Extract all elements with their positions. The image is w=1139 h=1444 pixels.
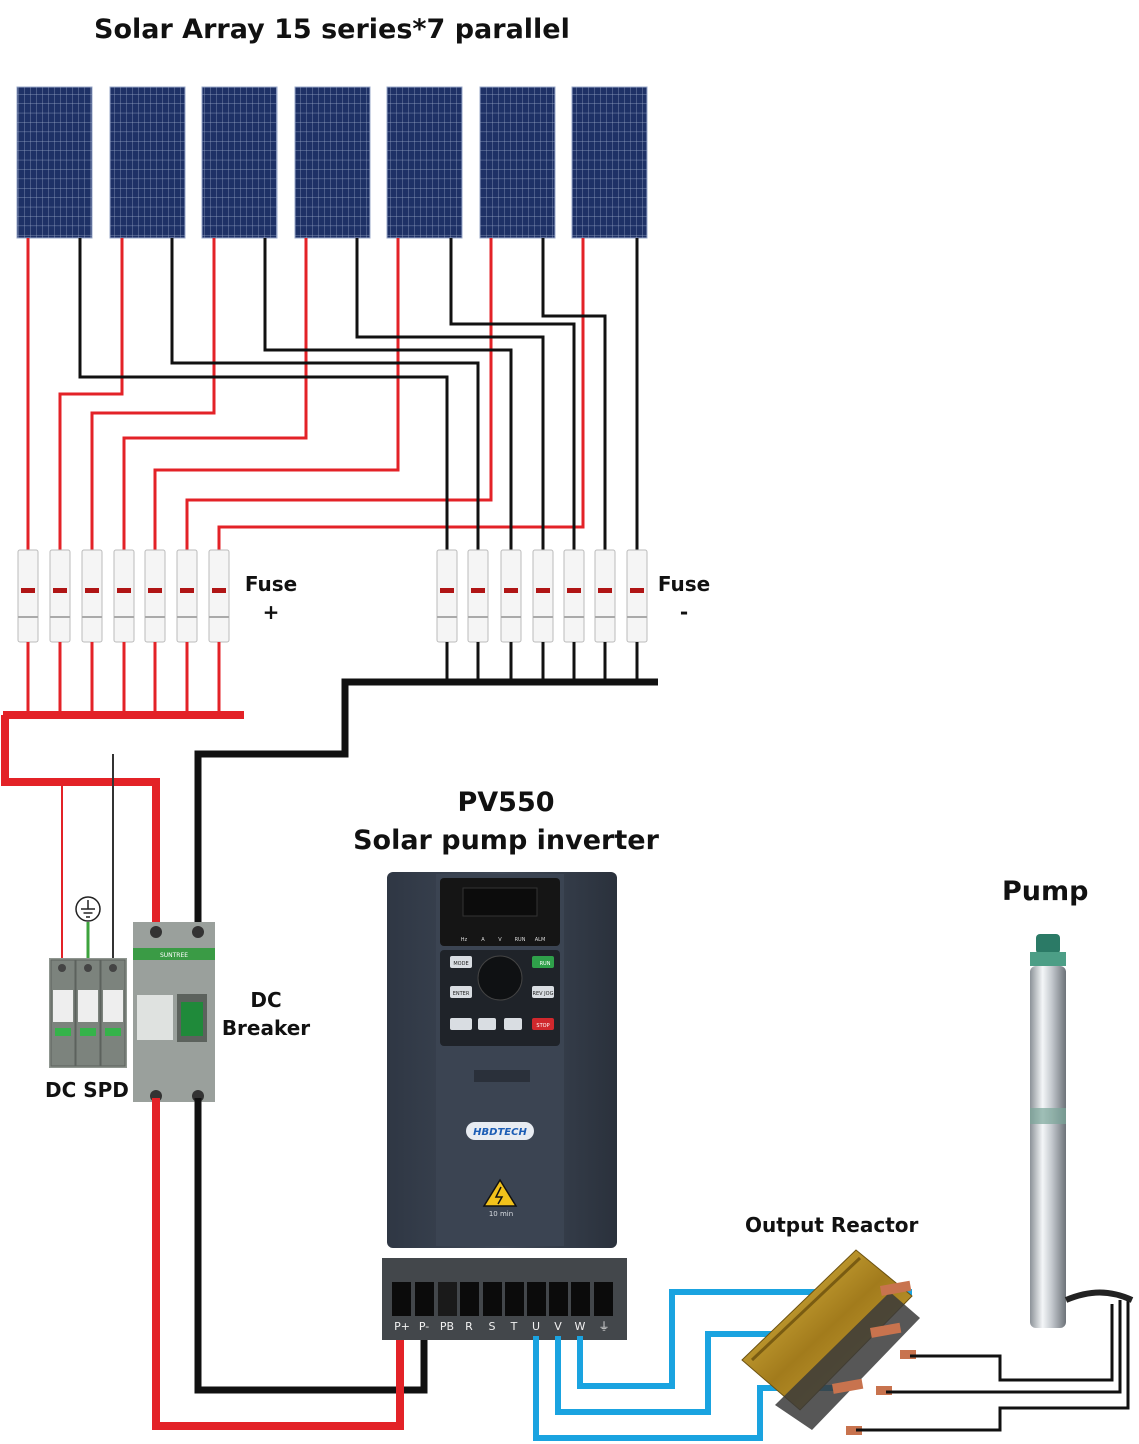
positive-fuse-label: Fuse + bbox=[242, 570, 300, 626]
negative-fuse-sign: - bbox=[679, 600, 689, 624]
negative-wire bbox=[449, 238, 576, 560]
fuse bbox=[81, 549, 103, 643]
positive-wire bbox=[153, 238, 400, 560]
pump-label: Pump bbox=[1002, 876, 1089, 907]
inverter-brand: HBDTECH bbox=[473, 1127, 527, 1138]
pump-wires bbox=[856, 1296, 1130, 1432]
solar-panel bbox=[479, 86, 556, 239]
negative-fuse-drops bbox=[445, 642, 639, 682]
positive-wire bbox=[122, 238, 308, 560]
inverter-warning-text: 10 min bbox=[489, 1210, 513, 1218]
key-mode-label: MODE bbox=[453, 961, 468, 967]
positive-fuse-title: Fuse bbox=[244, 572, 298, 596]
solar-panel bbox=[386, 86, 463, 239]
inverter-label: PV550 Solar pump inverter bbox=[330, 784, 682, 860]
inverter-terminal-block bbox=[382, 1258, 627, 1340]
negative-bus bbox=[194, 678, 658, 925]
ground-icon bbox=[75, 896, 101, 922]
fuse bbox=[436, 549, 458, 643]
indicator-v: V bbox=[498, 937, 502, 943]
terminal-label: T bbox=[510, 1320, 518, 1333]
fuse bbox=[208, 549, 230, 643]
positive-string-wires bbox=[26, 238, 585, 560]
fuse bbox=[17, 549, 39, 643]
positive-wire bbox=[58, 238, 124, 560]
fuse bbox=[626, 549, 648, 643]
solar-panel bbox=[571, 86, 648, 239]
fuse bbox=[144, 549, 166, 643]
fuse bbox=[532, 549, 554, 643]
terminal-label: ⏚ bbox=[599, 1320, 610, 1333]
inverter-model: PV550 bbox=[457, 787, 555, 818]
indicator-a: A bbox=[481, 937, 485, 943]
fuse bbox=[563, 549, 585, 643]
key-rev-jog-label: REV JOG bbox=[533, 991, 554, 997]
solar-panel bbox=[16, 86, 93, 239]
fuse bbox=[113, 549, 135, 643]
terminal-label: R bbox=[465, 1320, 473, 1333]
positive-fuse-drops bbox=[26, 642, 221, 715]
key-run-label: RUN bbox=[540, 961, 551, 967]
indicator-alm: ALM bbox=[535, 937, 546, 943]
terminal-labels: P+ P- PB R S T U V W ⏚ bbox=[394, 1320, 609, 1333]
dc-breaker-label: DC Breaker bbox=[218, 986, 314, 1042]
terminal-label: W bbox=[575, 1320, 586, 1333]
positive-fuse-sign: + bbox=[262, 600, 280, 624]
negative-fuse-title: Fuse bbox=[657, 572, 711, 596]
fuse bbox=[49, 549, 71, 643]
key-stop-label: STOP bbox=[536, 1023, 549, 1029]
dc-spd-device bbox=[49, 958, 127, 1068]
negative-wire bbox=[355, 238, 545, 560]
terminal-label: U bbox=[532, 1320, 540, 1333]
dc-spd-label: DC SPD bbox=[45, 1078, 129, 1102]
inverter-positive-wire bbox=[152, 1098, 404, 1430]
breaker-brand: SUNTREE bbox=[160, 952, 188, 959]
positive-wire bbox=[185, 238, 493, 560]
solar-array bbox=[16, 86, 648, 239]
solar-panel bbox=[294, 86, 371, 239]
terminal-label: P+ bbox=[394, 1320, 410, 1333]
submersible-pump-device bbox=[1030, 934, 1134, 1328]
fuse bbox=[594, 549, 616, 643]
indicator-hz: Hz bbox=[461, 937, 468, 943]
negative-wire bbox=[170, 238, 480, 560]
inverter-name: Solar pump inverter bbox=[353, 825, 659, 856]
negative-wire bbox=[541, 238, 607, 560]
solar-panel bbox=[201, 86, 278, 239]
negative-fuse-group bbox=[436, 549, 648, 643]
inverter-key-labels: MODE ENTER RUN REV JOG STOP Hz A V RUN A… bbox=[453, 937, 554, 1029]
inverter-negative-wire bbox=[194, 1098, 428, 1394]
terminal-label: PB bbox=[440, 1320, 454, 1333]
negative-wire bbox=[78, 238, 449, 560]
output-wire-v bbox=[555, 1331, 876, 1415]
negative-wire bbox=[263, 238, 513, 560]
output-wire-w bbox=[577, 1289, 912, 1389]
positive-wire bbox=[217, 238, 585, 560]
positive-bus bbox=[1, 711, 244, 925]
output-reactor-label: Output Reactor bbox=[745, 1213, 919, 1237]
key-enter-label: ENTER bbox=[453, 991, 470, 997]
negative-fuse-label: Fuse - bbox=[655, 570, 713, 626]
fuse bbox=[176, 549, 198, 643]
positive-fuse-group bbox=[17, 549, 230, 643]
indicator-run: RUN bbox=[515, 937, 526, 943]
terminal-label: V bbox=[554, 1320, 562, 1333]
negative-string-wires bbox=[78, 238, 639, 560]
positive-wire bbox=[90, 238, 216, 560]
diagram-title: Solar Array 15 series*7 parallel bbox=[94, 14, 570, 45]
terminal-label: S bbox=[489, 1320, 496, 1333]
terminal-label: P- bbox=[419, 1320, 429, 1333]
solar-pump-inverter-device bbox=[387, 872, 617, 1248]
fuse bbox=[467, 549, 489, 643]
fuse bbox=[500, 549, 522, 643]
dc-breaker-device: SUNTREE bbox=[133, 922, 215, 1102]
dc-breaker-label-line2: Breaker bbox=[221, 1016, 311, 1040]
solar-panel bbox=[109, 86, 186, 239]
dc-breaker-label-line1: DC bbox=[250, 988, 282, 1012]
output-reactor-device bbox=[741, 1249, 920, 1435]
